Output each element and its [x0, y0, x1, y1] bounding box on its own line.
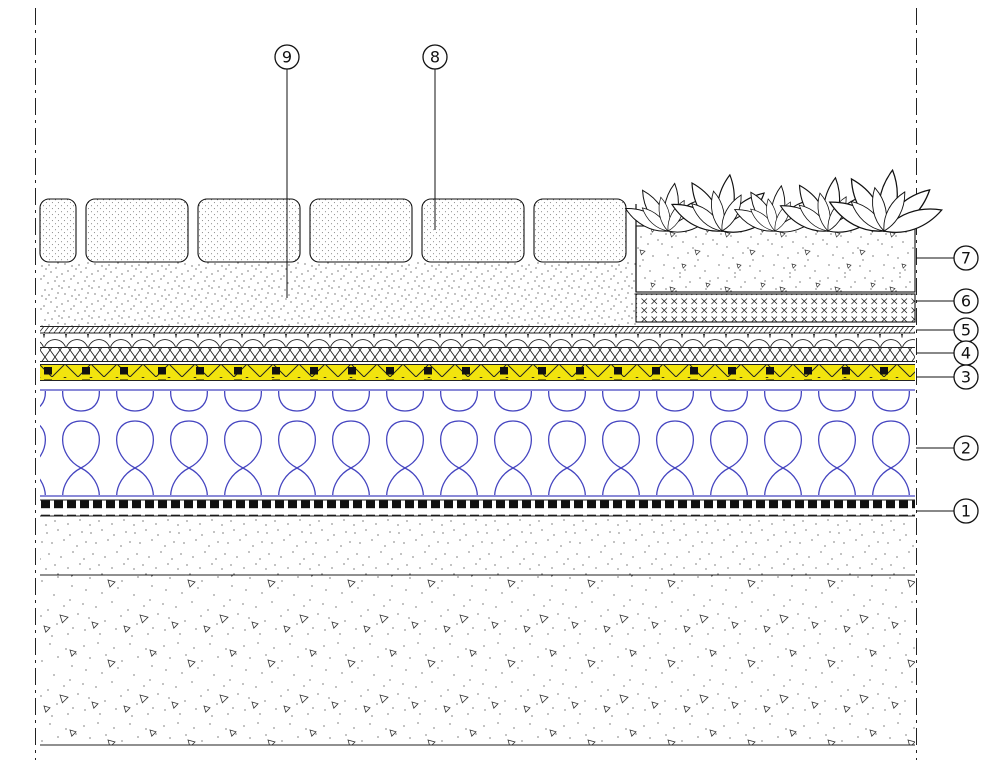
callout-number: 6 — [961, 292, 971, 311]
callout-number: 7 — [961, 249, 971, 268]
callout-7: 7 — [916, 245, 979, 271]
screed-layer — [40, 516, 915, 575]
callout-circle — [953, 498, 979, 524]
paver-block — [421, 198, 525, 263]
vapour-barrier-layer — [40, 500, 915, 516]
drainage-board-layer — [635, 293, 916, 323]
callout-circle — [953, 288, 979, 314]
callout-5: 5 — [916, 317, 979, 343]
callout-number: 3 — [961, 368, 971, 387]
callout-number: 8 — [430, 48, 440, 67]
insulation-layer — [40, 391, 915, 495]
protection-hatch-layer — [40, 326, 915, 333]
callout-circle — [274, 44, 300, 70]
callout-circle — [953, 245, 979, 271]
membrane-fixings — [40, 367, 915, 380]
callout-number: 4 — [961, 344, 971, 363]
paver-block — [309, 198, 413, 263]
paver-block — [39, 198, 77, 263]
callout-9: 9 — [274, 44, 300, 298]
callout-8: 8 — [422, 44, 448, 230]
callout-circle — [953, 364, 979, 390]
callout-circle — [422, 44, 448, 70]
callout-4: 4 — [916, 340, 979, 366]
callout-number: 2 — [961, 439, 971, 458]
paver-block — [533, 198, 627, 263]
callout-number: 9 — [282, 48, 292, 67]
callout-6: 6 — [916, 288, 979, 314]
concrete-slab — [40, 575, 915, 745]
protection-fleece-scallops — [40, 334, 915, 347]
drainage-mat-layer — [40, 347, 915, 362]
callout-number: 5 — [961, 321, 971, 340]
planter-soil — [635, 225, 916, 293]
callout-1: 1 — [916, 498, 979, 524]
callout-number: 1 — [961, 502, 971, 521]
callout-circle — [953, 435, 979, 461]
paver-row — [39, 198, 627, 263]
callout-2: 2 — [916, 435, 979, 461]
paver-block — [85, 198, 189, 263]
paver-block — [197, 198, 301, 263]
bedding-sand-layer — [40, 262, 636, 326]
callout-3: 3 — [916, 364, 979, 390]
